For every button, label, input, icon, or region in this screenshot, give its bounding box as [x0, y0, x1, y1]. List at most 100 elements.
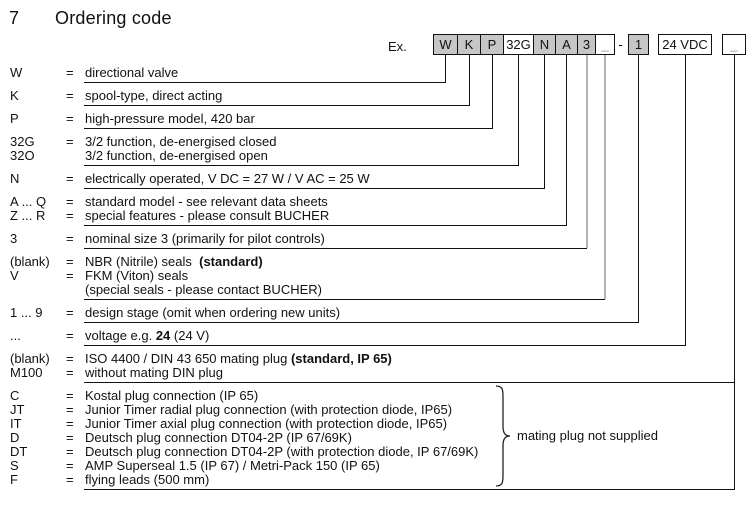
row-description: voltage e.g. 24 (24 V) — [85, 328, 210, 343]
row-description: 3/2 function, de-energised closed — [85, 134, 277, 149]
row-code: C — [10, 388, 20, 403]
example-label: Ex. — [388, 39, 407, 54]
row-code: P — [10, 111, 19, 126]
row-description: FKM (Viton) seals — [85, 268, 189, 283]
group-underline — [84, 299, 605, 300]
row-code: A ... Q — [10, 194, 47, 209]
group-underline — [84, 128, 493, 129]
row-code: 32O — [10, 148, 35, 163]
code-box-1: 1 — [628, 34, 649, 55]
group-underline — [84, 225, 567, 226]
box-connector — [638, 55, 639, 322]
row-equals: = — [66, 65, 74, 80]
separator-dash: - — [618, 37, 623, 52]
code-box-label: 32G — [506, 37, 531, 52]
row-code: V — [10, 268, 19, 283]
row-equals: = — [66, 402, 74, 417]
row-code: JT — [10, 402, 25, 417]
row-description: special features - please consult BUCHER — [85, 208, 330, 223]
brace-label: mating plug not supplied — [517, 428, 658, 443]
box-connector — [492, 55, 493, 128]
code-box-label: _ — [730, 37, 738, 52]
group-underline — [84, 322, 639, 323]
row-equals: = — [66, 444, 74, 459]
row-equals: = — [66, 388, 74, 403]
box-connector — [518, 55, 519, 165]
row-description: AMP Superseal 1.5 (IP 67) / Metri-Pack 1… — [85, 458, 380, 473]
box-connector — [544, 55, 545, 188]
row-code: F — [10, 472, 18, 487]
code-box-label: 1 — [634, 37, 643, 52]
row-equals: = — [66, 88, 74, 103]
row-equals: = — [66, 430, 74, 445]
row-equals: = — [66, 194, 74, 209]
row-equals: = — [66, 458, 74, 473]
row-description: Kostal plug connection (IP 65) — [85, 388, 259, 403]
row-description: ISO 4400 / DIN 43 650 mating plug (stand… — [85, 351, 392, 366]
code-box-label: N — [539, 37, 550, 52]
row-equals: = — [66, 111, 74, 126]
row-code: S — [10, 458, 19, 473]
code-box-3: 3 — [577, 34, 596, 55]
row-code: (blank) — [10, 254, 50, 269]
box-connector — [604, 55, 606, 299]
code-box-P: P — [480, 34, 504, 55]
row-description: Junior Timer axial plug connection (with… — [85, 416, 448, 431]
code-box-label: K — [464, 37, 474, 52]
code-box-K: K — [457, 34, 481, 55]
row-code: 3 — [10, 231, 18, 246]
row-equals: = — [66, 268, 74, 283]
row-description: spool-type, direct acting — [85, 88, 223, 103]
row-description: NBR (Nitrile) seals (standard) — [85, 254, 263, 269]
group-underline — [84, 165, 519, 166]
code-box-N: N — [533, 34, 556, 55]
code-box-label: 24 VDC — [662, 37, 708, 52]
code-box-32G: 32G — [503, 34, 534, 55]
section-title: Ordering code — [55, 8, 172, 28]
row-description: high-pressure model, 420 bar — [85, 111, 255, 126]
row-code: ... — [10, 328, 21, 343]
box-connector — [586, 55, 588, 248]
row-description: (special seals - please contact BUCHER) — [85, 282, 322, 297]
row-description: flying leads (500 mm) — [85, 472, 210, 487]
code-box-W: W — [433, 34, 458, 55]
row-description: without mating DIN plug — [85, 365, 224, 380]
row-description: Deutsch plug connection DT04-2P (with pr… — [85, 444, 479, 459]
row-code: DT — [10, 444, 28, 459]
group-underline — [84, 248, 587, 249]
code-box-24 VDC: 24 VDC — [658, 34, 712, 55]
group-underline — [84, 345, 686, 346]
row-equals: = — [66, 416, 74, 431]
box-connector — [445, 55, 446, 82]
row-equals: = — [66, 305, 74, 320]
code-box-blank-7: _ — [595, 34, 615, 55]
group-underline — [84, 489, 735, 490]
brace-icon — [495, 385, 511, 487]
row-description: directional valve — [85, 65, 179, 80]
box-connector — [566, 55, 567, 225]
row-description: design stage (omit when ordering new uni… — [85, 305, 341, 320]
row-code: K — [10, 88, 19, 103]
code-box-label: 3 — [582, 37, 591, 52]
code-box-label: A — [562, 37, 571, 52]
row-description: standard model - see relevant data sheet… — [85, 194, 328, 209]
row-code: W — [10, 65, 23, 80]
box-connector — [469, 55, 470, 105]
code-box-A: A — [555, 34, 578, 55]
row-equals: = — [66, 208, 74, 223]
code-box-label: P — [487, 37, 497, 52]
row-code: D — [10, 430, 20, 445]
row-code: N — [10, 171, 20, 186]
row-description: Junior Timer radial plug connection (wit… — [85, 402, 453, 417]
section-number: 7 — [9, 8, 20, 28]
group-underline — [84, 82, 446, 83]
row-equals: = — [66, 365, 74, 380]
code-box-blank-10: _ — [722, 34, 746, 55]
box-connector — [734, 55, 735, 382]
row-equals: = — [66, 231, 74, 246]
row-equals: = — [66, 328, 74, 343]
code-box-label: W — [439, 37, 452, 52]
row-code: 1 ... 9 — [10, 305, 43, 320]
row-description: 3/2 function, de-energised open — [85, 148, 268, 163]
